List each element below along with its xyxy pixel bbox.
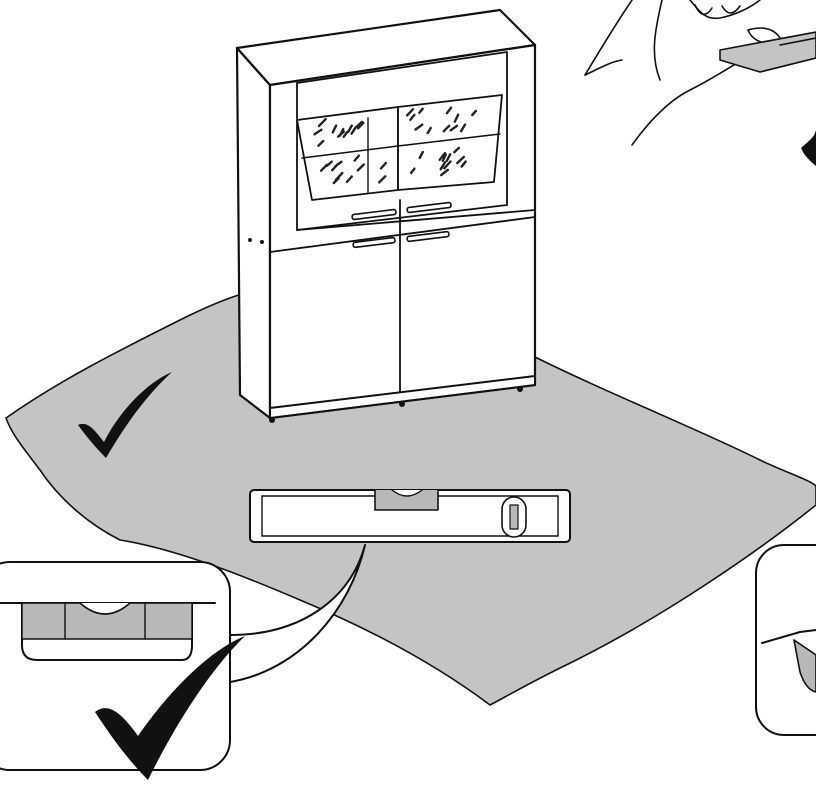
glass-pattern-dash xyxy=(414,123,424,131)
glass-pattern-dash xyxy=(440,168,449,177)
handle-drawer-left xyxy=(351,208,397,221)
checkmark-icon xyxy=(95,636,245,780)
glass-pattern-dash xyxy=(334,171,344,182)
glass-pattern-dash xyxy=(319,163,329,172)
callout-not-level xyxy=(755,544,816,736)
glass-pattern-dash xyxy=(459,123,467,133)
glass-pattern xyxy=(313,106,478,185)
glass-pattern-dash xyxy=(356,121,365,130)
glass-pattern-dash xyxy=(350,126,357,135)
glass-pattern-dash xyxy=(356,163,365,172)
glass-pattern-dash xyxy=(317,117,327,128)
glass-pattern-dash xyxy=(426,126,432,135)
glass-pattern-dash xyxy=(345,175,353,184)
glass-pattern-dash xyxy=(418,150,424,160)
glass-pattern-dash xyxy=(418,107,424,115)
glass-pattern-dash xyxy=(445,106,453,115)
glass-pattern-dash xyxy=(336,130,345,138)
glass-pattern-dash xyxy=(379,161,387,170)
glass-pattern-dash xyxy=(313,128,323,136)
checkmark-icon xyxy=(78,372,172,458)
glass-pattern-dash xyxy=(409,113,416,122)
glass-pattern-dash xyxy=(353,154,361,162)
cabinet xyxy=(235,8,537,423)
glass-pattern-dash xyxy=(331,124,338,134)
glass-pattern-dash xyxy=(438,151,447,162)
glass-pattern-dash xyxy=(331,162,340,172)
glass-door-right xyxy=(397,94,503,191)
cabinet-plinth xyxy=(269,375,536,419)
glass-pattern-dash xyxy=(442,124,451,133)
handle-door-left xyxy=(352,236,396,249)
glass-pattern-dash xyxy=(342,130,349,139)
glass-pattern-dash xyxy=(471,109,478,117)
glass-pattern-dash xyxy=(378,175,387,184)
glass-pattern-dash xyxy=(453,146,461,154)
hand-icon xyxy=(584,0,816,166)
cabinet-side-panel xyxy=(235,46,272,420)
bubble-level-icon xyxy=(249,489,571,543)
glass-pattern-dash xyxy=(441,153,447,163)
glass-pattern-dash xyxy=(439,161,447,171)
glass-pattern-dash xyxy=(456,155,466,165)
handle-drawer-right xyxy=(406,201,452,214)
glass-pattern-dash xyxy=(449,124,459,132)
glass-pattern-dash xyxy=(355,120,364,128)
glass-pattern-dash xyxy=(405,108,415,117)
glass-door-left xyxy=(296,106,399,201)
handle-door-right xyxy=(406,230,450,243)
glass-pattern-dash xyxy=(409,167,416,175)
glass-pattern-dash xyxy=(445,153,452,163)
glass-pattern-dash xyxy=(443,160,452,170)
glass-pattern-dash xyxy=(317,139,325,147)
glass-pattern-dash xyxy=(460,160,467,168)
glass-pattern-dash xyxy=(453,113,460,123)
glass-pattern-dash xyxy=(347,124,353,134)
